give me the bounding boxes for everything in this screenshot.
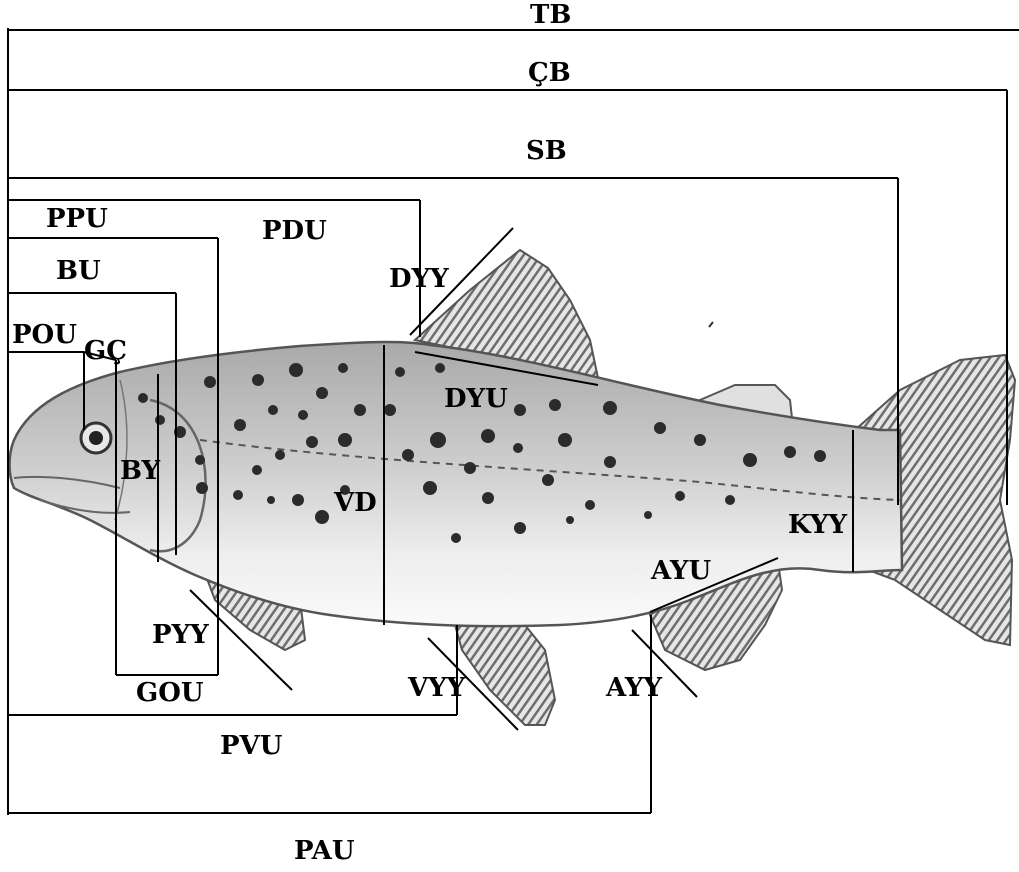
label-gou: GOU [136,680,204,706]
label-ppu: PPU [46,206,108,232]
label-tb: TB [530,2,571,28]
label-pau: PAU [294,838,355,864]
label-pyy: PYY [152,622,209,648]
label-ayy: AYY [606,675,662,701]
label-dyu: DYU [444,386,508,412]
label-kyy: KYY [788,512,847,538]
label-pvu: PVU [220,733,282,759]
label-cb: ÇB [528,60,571,86]
label-pdu: PDU [262,218,327,244]
label-by: BY [120,458,160,484]
label-gc: GÇ [84,338,127,364]
label-vd: VD [334,490,377,516]
stray-mark [709,322,713,327]
label-pou: POU [12,322,77,348]
label-ayu: AYU [651,558,711,584]
label-dyy: DYY [389,266,449,292]
pelvic-fin [455,620,555,725]
label-bu: BU [56,258,101,284]
fish-illustration [10,250,1016,725]
label-vyy: VYY [408,675,465,701]
label-sb: SB [526,138,567,164]
